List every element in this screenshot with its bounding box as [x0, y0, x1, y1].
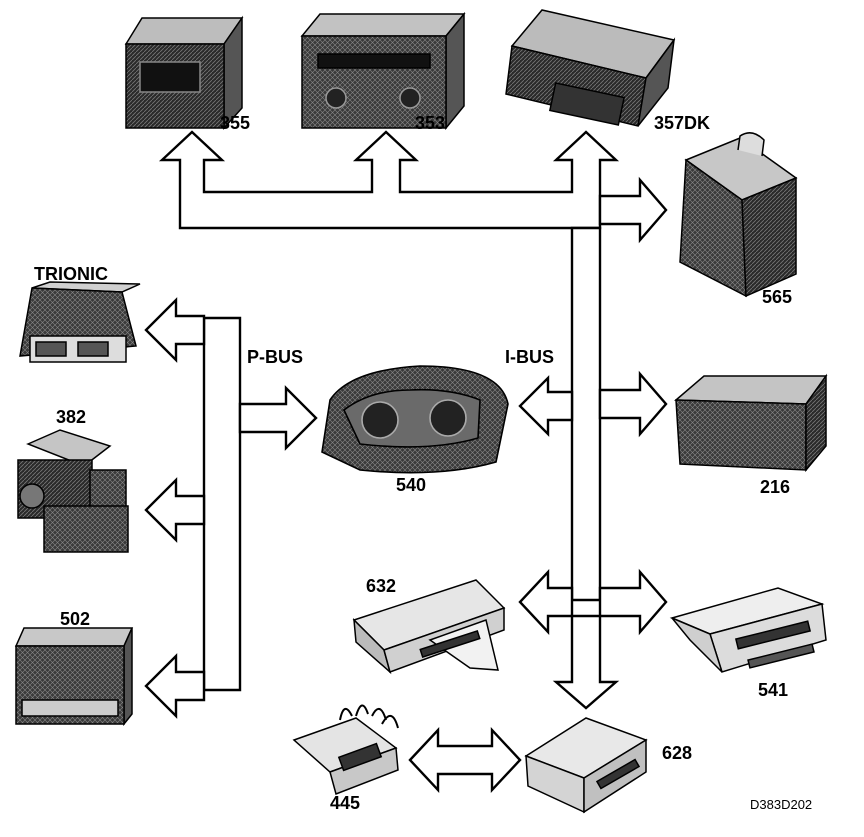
reference-code: D383D202 [750, 797, 813, 812]
module-502-unit [14, 627, 134, 727]
arrow-trionic [144, 297, 206, 363]
module-445-unit [292, 704, 399, 795]
module-trionic-unit [19, 281, 141, 363]
module-382-label: 382 [56, 407, 87, 427]
p-bus-label: P-BUS [247, 347, 304, 367]
module-445-label: 445 [330, 793, 361, 813]
module-632-label: 632 [366, 576, 397, 596]
module-540-unit [321, 365, 509, 474]
module-357dk-unit [505, 9, 676, 127]
module-355-unit [124, 15, 244, 130]
i-bus-label: I-BUS [505, 347, 554, 367]
arrow-628 [552, 614, 620, 710]
arrow-540-pbus [238, 385, 318, 451]
arrow-502 [144, 653, 206, 719]
arrow-565 [598, 176, 668, 244]
arrow-541 [598, 568, 668, 636]
module-382-unit [17, 429, 129, 553]
module-trionic-label: TRIONIC [34, 264, 108, 284]
module-541-label: 541 [758, 680, 789, 700]
i-bus-trunk [570, 226, 602, 602]
module-216-label: 216 [760, 477, 791, 497]
module-565-unit [679, 132, 798, 298]
module-353-unit [300, 11, 466, 131]
module-216-unit [674, 373, 828, 473]
module-357dk-label: 357DK [654, 113, 711, 133]
arrow-445-628 [408, 726, 522, 794]
arrow-540-ibus [518, 375, 574, 437]
module-355-label: 355 [220, 113, 251, 133]
module-632-unit [352, 579, 506, 675]
module-628-label: 628 [662, 743, 693, 763]
arrow-632 [518, 568, 574, 636]
top-bus-arrow [158, 130, 620, 230]
module-502-label: 502 [60, 609, 91, 629]
p-bus-trunk [202, 316, 242, 692]
module-353-label: 353 [415, 113, 446, 133]
module-540-label: 540 [396, 475, 427, 495]
module-628-unit [524, 717, 648, 814]
arrow-216 [598, 370, 668, 438]
module-565-label: 565 [762, 287, 793, 307]
arrow-382 [144, 477, 206, 543]
module-541-unit [669, 587, 827, 673]
